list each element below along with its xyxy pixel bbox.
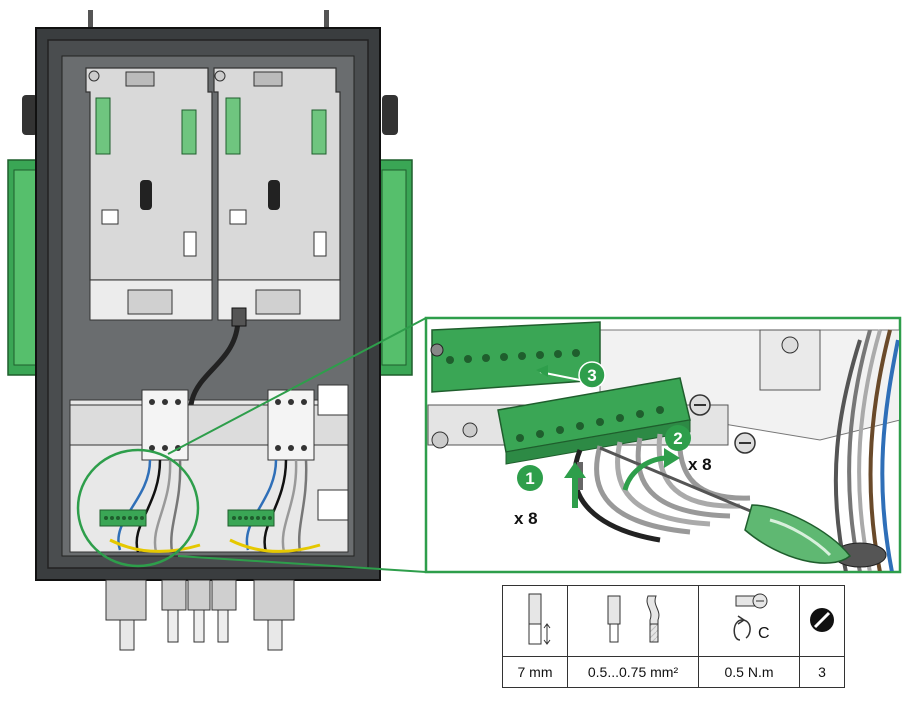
left-side-flap bbox=[7, 159, 41, 376]
drive-module-right bbox=[213, 67, 341, 321]
strip-length-cell bbox=[502, 585, 568, 657]
screwdriver-size-value: 3 bbox=[799, 656, 845, 688]
wired-connector bbox=[497, 377, 691, 465]
step-1-badge: 1 bbox=[517, 465, 543, 491]
strip-length-value: 7 mm bbox=[502, 656, 568, 688]
wire-bundles bbox=[109, 459, 321, 553]
step-3-badge: 3 bbox=[578, 361, 606, 389]
screw-icon bbox=[735, 593, 768, 608]
breaker-left bbox=[141, 389, 189, 461]
turn-arrow bbox=[622, 455, 669, 491]
cable-glands bbox=[105, 579, 295, 651]
drive-module-left bbox=[85, 67, 213, 321]
stranded-wire-icon bbox=[646, 595, 660, 642]
flat-screwdriver-icon bbox=[599, 446, 852, 564]
ground-screws bbox=[689, 394, 756, 454]
insert-arrow bbox=[564, 462, 586, 508]
din-rail bbox=[69, 384, 349, 521]
terminal-block-right bbox=[227, 509, 275, 527]
spec-table: C 7 mm 0.5...0.75 mm² 0.5 N.m 3 bbox=[502, 585, 845, 688]
torque-icon: C bbox=[733, 614, 770, 642]
ferrule-icon bbox=[607, 595, 621, 642]
torque-cell: C bbox=[698, 585, 800, 657]
screwdriver-cell bbox=[799, 585, 845, 657]
zoom-callout bbox=[76, 317, 427, 573]
right-side-flap bbox=[377, 159, 413, 376]
step-2-count: x 8 bbox=[688, 455, 712, 474]
svg-text:2: 2 bbox=[673, 429, 682, 448]
wire-strip-icon bbox=[528, 593, 551, 645]
step-1-count: x 8 bbox=[514, 509, 538, 528]
mounted-connector bbox=[430, 321, 601, 393]
flat-screwdriver-icon bbox=[810, 607, 834, 632]
detail-view: 1 x 8 2 x 8 3 bbox=[424, 316, 902, 574]
step-2-badge: 2 bbox=[665, 425, 691, 451]
wire-section-value: 0.5...0.75 mm² bbox=[567, 656, 699, 688]
svg-text:1: 1 bbox=[525, 469, 534, 488]
torque-value: 0.5 N.m bbox=[698, 656, 800, 688]
svg-text:3: 3 bbox=[587, 366, 596, 385]
breaker-right bbox=[267, 389, 315, 461]
network-cable bbox=[177, 317, 241, 461]
svg-text:C: C bbox=[758, 625, 770, 642]
wire-section-cell bbox=[567, 585, 699, 657]
terminal-block-left bbox=[99, 509, 147, 527]
